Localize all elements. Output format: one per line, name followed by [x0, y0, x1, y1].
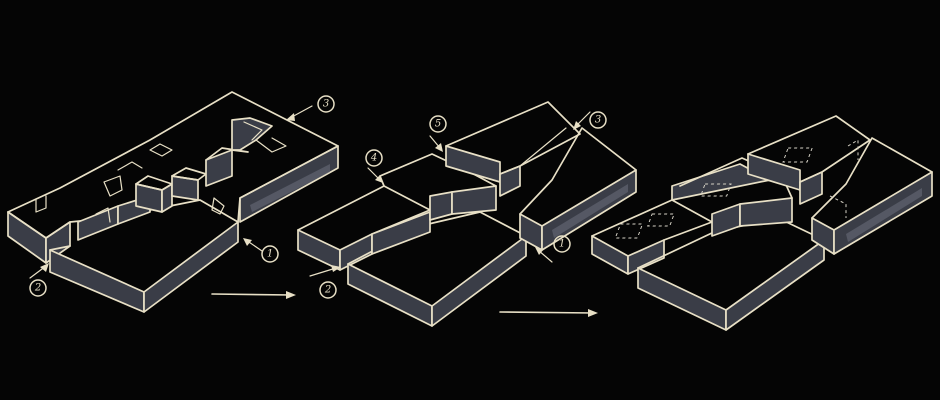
stage-2-callout-1: 1 — [535, 235, 571, 263]
stage-1-callout-3: 3 — [286, 95, 335, 121]
stage-2-callout-1-label: 1 — [559, 239, 565, 250]
stage-2-callout-4-label: 4 — [370, 153, 377, 164]
stage-3-back-piece-side — [747, 153, 801, 191]
stage-3-middle-piece-side — [739, 197, 793, 227]
stage-2-model — [297, 101, 637, 327]
stage-2-callout-2-label: 2 — [324, 285, 331, 296]
stage-1-callout-2-label: 2 — [34, 283, 41, 294]
stage-2-callout-3: 3 — [573, 111, 607, 130]
stage-1-callout-3-label: 3 — [323, 99, 329, 110]
stage-3-left-piece-side — [591, 235, 629, 275]
stage-3-front-piece-side — [637, 267, 727, 331]
stage-1-callout-1-label: 1 — [267, 249, 273, 260]
stage-2-callout-4: 4 — [365, 149, 383, 183]
stage-2-callout-5: 5 — [429, 115, 447, 152]
stage-2-left-piece-side — [297, 229, 341, 271]
stage-2-front-piece-side — [347, 263, 433, 327]
stage-1-front-right-wall — [143, 221, 239, 313]
transition-arrow-2 — [499, 309, 598, 317]
stage-2-callout-5-label: 5 — [435, 119, 441, 130]
stage-1-court-wall-a — [77, 205, 119, 241]
stage-1-block-c — [205, 149, 233, 187]
stage-2-notch — [429, 191, 453, 221]
transition-arrow-1 — [211, 291, 296, 299]
stage-1-front-wall — [49, 249, 145, 313]
stage-2-back-piece-side — [445, 145, 501, 183]
stage-2-callout-3-label: 3 — [595, 115, 601, 126]
stage-3-void-a — [614, 223, 644, 239]
stage-3-void-b — [647, 213, 675, 227]
stage-1-ramp — [231, 117, 273, 151]
stage-1-top-outline — [7, 91, 339, 223]
stage-1-callout-1: 1 — [243, 238, 279, 263]
stage-3-void-c — [699, 183, 732, 197]
stage-1-callout-2: 2 — [29, 263, 49, 297]
stage-3-void-d — [782, 147, 813, 163]
stage-3-model — [591, 115, 933, 331]
stage-1-model — [7, 91, 339, 313]
stage-1-slab-left-side-a — [7, 211, 47, 264]
stage-2-callout-2: 2 — [309, 265, 341, 299]
